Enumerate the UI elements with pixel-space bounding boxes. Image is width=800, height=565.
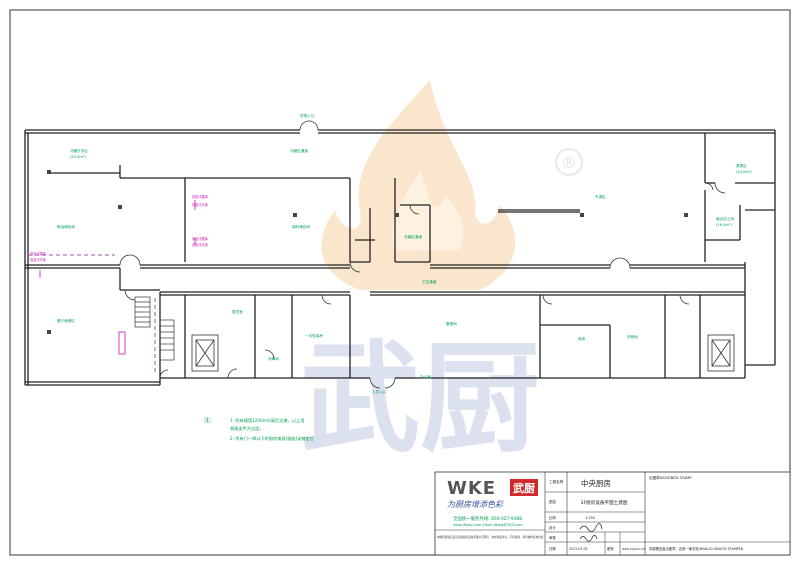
label-left-sub-note-6: 成品冷冻库 <box>30 257 47 262</box>
watermark: ® 武厨 <box>300 80 583 469</box>
company-slogan: 为厨房增添色彩 <box>447 500 504 509</box>
number-label: 图号 <box>607 546 614 551</box>
elevator-right <box>707 334 735 372</box>
watermark-brand: 武厨 <box>300 330 540 469</box>
watermark-flame-inner-icon <box>392 170 464 250</box>
date-value: 2013-03-05 <box>569 547 588 551</box>
doors <box>119 120 726 389</box>
label-upper-corridor: 冷藏区通道 <box>290 148 308 153</box>
label-left-sub-note-1: 成品冷藏库 <box>192 194 209 199</box>
company-logo-badge: 武厨 <box>513 481 535 495</box>
label-lower-room-4: 消毒间 <box>268 356 279 361</box>
label-small-center-room: 冷藏区通道 <box>404 234 422 239</box>
label-top-right-room: 蒸煮区 <box>736 163 747 168</box>
title-block: WKE 武厨 为厨房增添色彩 全国统一服务热线: 400-027-9488 ww… <box>434 471 791 556</box>
label-left-sub-note-3: 成品冷藏库 <box>192 236 209 241</box>
pipe-markers <box>39 200 196 278</box>
notes-line-3: 2. 所有门一律以下的厨房电源(插座)安装定位 <box>230 435 314 442</box>
sink-equipment <box>118 331 126 355</box>
check-label: 审核 <box>549 535 556 540</box>
number-value: WKE-CJ2013-03 <box>622 547 646 551</box>
registered-mark-circle <box>555 148 583 176</box>
label-right-small-area: (16.0m²) <box>716 223 732 227</box>
label-right-small-room: 面点加工间 <box>716 216 734 221</box>
stairs-left <box>134 296 175 361</box>
notes-line-2: 钢板由甲方自定。 <box>230 425 264 432</box>
label-left-sub-note-5: 成品冷藏库 <box>30 251 47 256</box>
label-middle-room: 调料储存间 <box>292 224 310 229</box>
registered-mark: ® <box>561 153 577 172</box>
label-left-sub-note-4: 成品冷冻库 <box>192 242 209 247</box>
designer-signature <box>579 523 603 532</box>
company-logo-badge-bg <box>510 479 538 496</box>
notes-line-1: 1. 所有隔墙1200mm高后全做，以上用 <box>230 417 304 424</box>
label-right-large-area: 烹调区 <box>595 194 606 199</box>
label-lower-room-6: 洗碗间 <box>627 334 638 339</box>
label-left-sub-note-2: 成品冷冻库 <box>192 202 209 207</box>
label-corridor-center: 卫生通道 <box>422 279 437 284</box>
company-logo: WKE <box>447 478 496 499</box>
elevator-left <box>191 334 219 372</box>
label-lower-room-3: 备餐间 <box>446 321 457 326</box>
drawing-name: 3F厨房设备平面土建图 <box>581 499 628 506</box>
label-top-left-room: 冷藏冷冻区 <box>70 148 88 153</box>
label-lower-room-7: 办公室 <box>420 374 431 379</box>
label-top-gate: 货物入口 <box>300 113 315 118</box>
label-left-large-room: 粮油储存库 <box>57 224 75 229</box>
company-website: www.jfkdoj.com Email:jfkdoj@163.com <box>453 523 523 527</box>
invalid-note: 本图需加盖出图章，否则一律无效/INVALID UNLESS STAMPED <box>649 546 744 551</box>
walls <box>24 129 776 386</box>
label-lower-room-2: 一次性库房 <box>305 333 323 338</box>
project-name: 中央厨房 <box>581 478 611 488</box>
checker-signature <box>579 534 598 542</box>
label-top-left-area: (55.0m²) <box>70 155 86 159</box>
room-labels: 冷藏冷冻区 (55.0m²) 冷藏区通道 粮油储存库 调料储存间 冷藏区通道 烹… <box>57 113 752 394</box>
label-lower-room-5: 库房 <box>578 336 586 341</box>
drawing-label: 图名 <box>549 499 557 504</box>
stamp-label: 出图章ASSIGNED STAMP: <box>649 475 693 480</box>
design-label: 设计 <box>549 525 556 530</box>
disclaimer-text: 本图纸版权归武汉武厨厨房设备有限公司所有，未经书面许可，不得复制、转印或作其他用… <box>437 535 544 539</box>
label-top-right-area: (20.0m²) <box>736 170 752 174</box>
project-label: 工程名称 <box>549 479 564 484</box>
scale-value: 1:150 <box>585 516 595 520</box>
company-hotline: 全国统一服务热线: 400-027-9488 <box>453 515 522 522</box>
scale-label: 比例 <box>549 515 556 520</box>
partition-dashed <box>28 254 156 375</box>
sheet-border <box>9 9 791 556</box>
date-label: 日期 <box>549 546 556 551</box>
label-bottom-gate: 人员入口 <box>372 389 387 394</box>
notes-label: 注： <box>204 416 215 424</box>
equipment-labels: 成品冷藏库 成品冷冻库 成品冷藏库 成品冷冻库 成品冷藏库 成品冷冻库 <box>30 194 209 262</box>
label-lower-left-room: 餐厅就餐区 <box>57 318 75 323</box>
columns <box>47 170 688 334</box>
label-lower-room-1: 更衣室 <box>232 309 243 314</box>
notes: 注： 1. 所有隔墙1200mm高后全做，以上用 钢板由甲方自定。 2. 所有门… <box>204 416 314 442</box>
